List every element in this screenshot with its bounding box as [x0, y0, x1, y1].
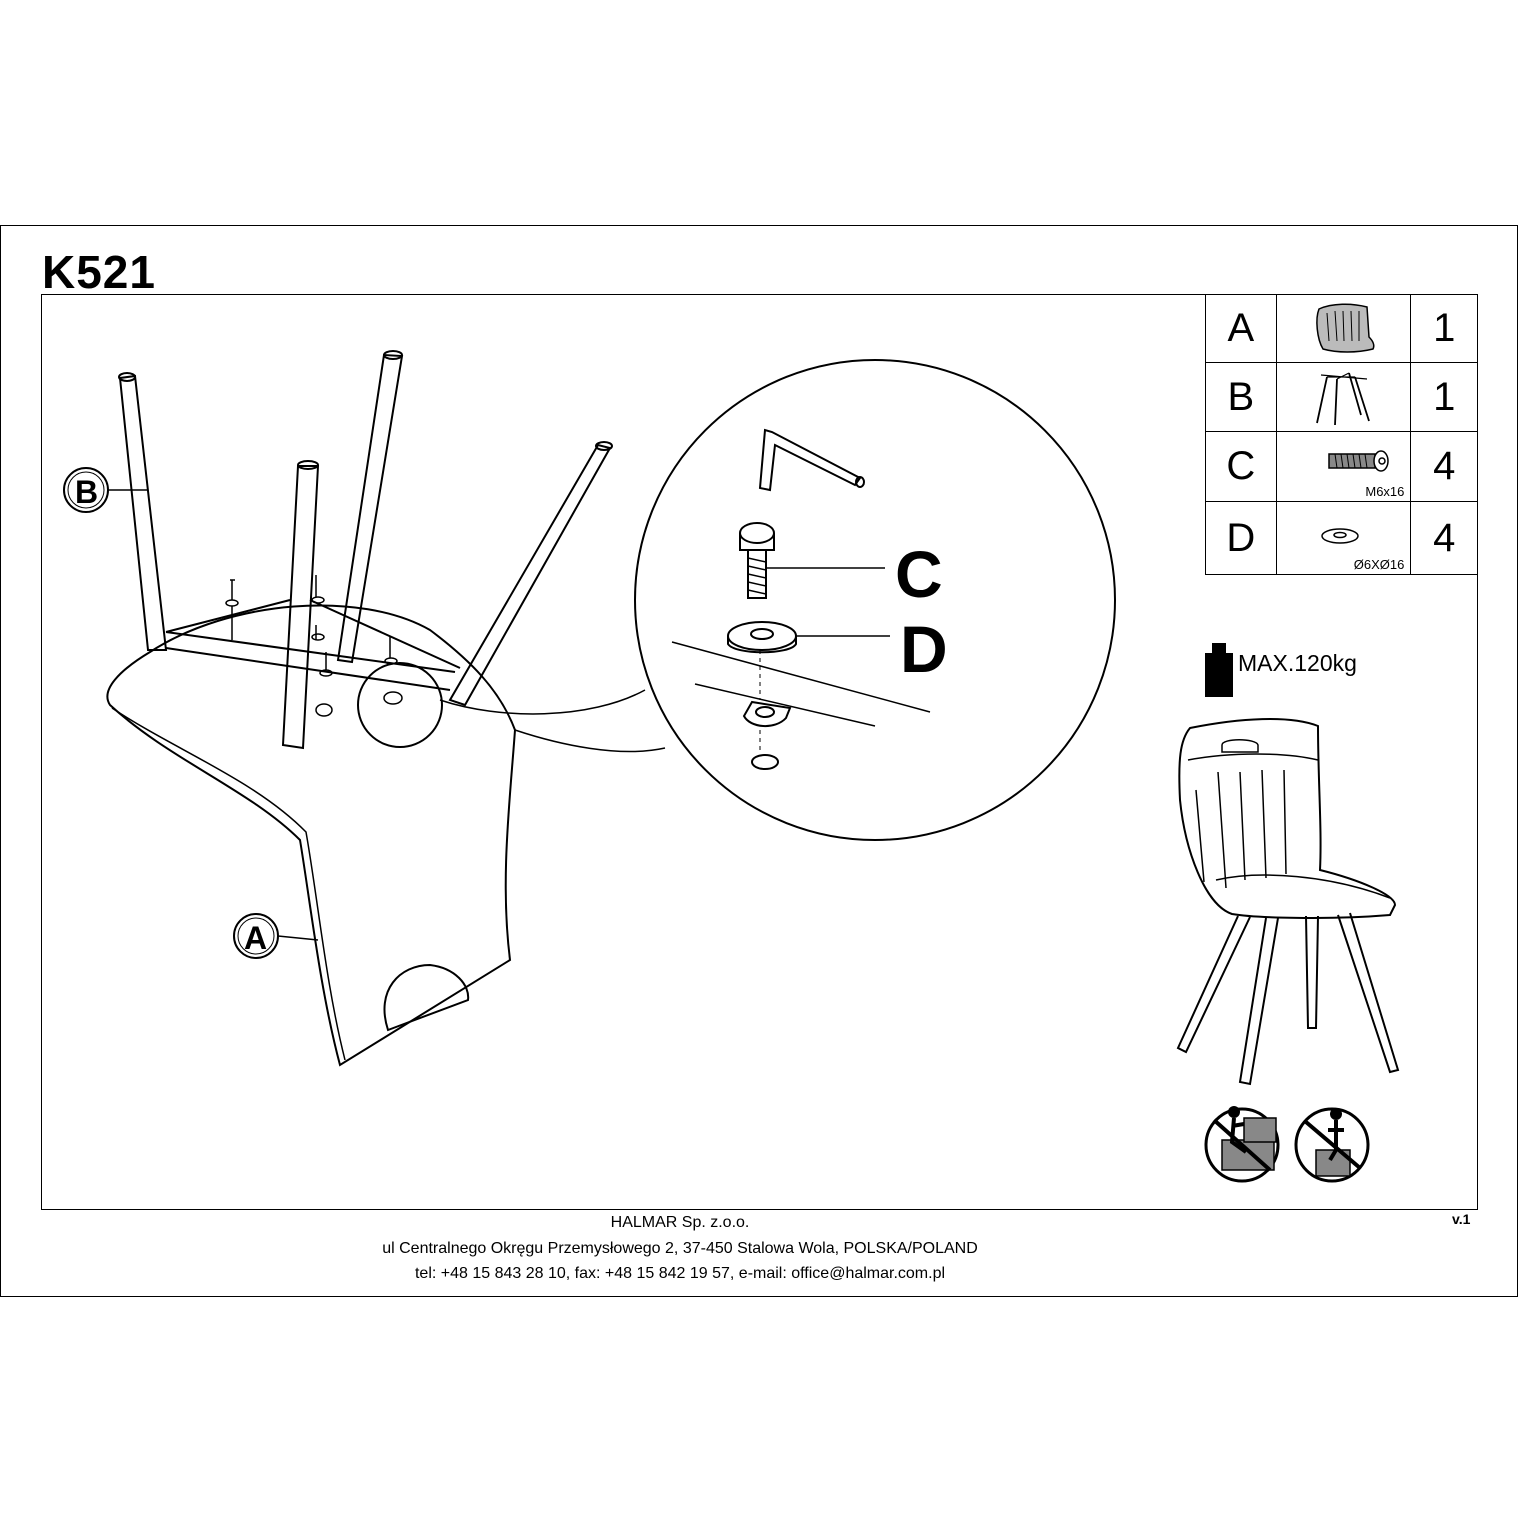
callout-b-label: B [75, 474, 98, 510]
footer-contact: tel: +48 15 843 28 10, fax: +48 15 842 1… [414, 1265, 946, 1282]
max-load-label: MAX.120kg [1238, 650, 1357, 676]
callout-a-label: A [244, 920, 267, 956]
callout-d-label: D [900, 612, 948, 686]
weight-icon [1205, 643, 1233, 697]
parts-row-a: A 1 [1205, 293, 1478, 364]
callout-c-label: C [895, 537, 943, 611]
magnified-detail: C D [634, 359, 1116, 841]
no-climbing-icon [1204, 1106, 1280, 1183]
parts-row-d: D Ø6XØ16 4 [1205, 501, 1478, 575]
no-standing-icon [1294, 1107, 1370, 1183]
callout-a: A [233, 913, 319, 959]
washer-spec: Ø6XØ16 [1353, 557, 1405, 572]
bolt-icon: M6x16 [1275, 430, 1412, 503]
part-letter: A [1205, 293, 1277, 364]
drawing-frame [41, 294, 1478, 1210]
part-qty: 1 [1410, 293, 1478, 364]
parts-row-b: B 1 [1205, 362, 1478, 432]
part-letter: D [1205, 501, 1277, 575]
callout-b: B [63, 467, 148, 513]
leg-frame-icon [1275, 362, 1412, 432]
small-bolts [225, 575, 398, 717]
part-qty: 1 [1410, 362, 1478, 432]
seat-shell [106, 604, 517, 1067]
bolt-spec: M6x16 [1365, 484, 1405, 500]
seat-icon [1275, 293, 1412, 364]
part-qty: 4 [1410, 430, 1478, 503]
footer-company: HALMAR Sp. z.o.o. [610, 1214, 750, 1231]
part-qty: 4 [1410, 501, 1478, 575]
assembled-chair-illustration [1176, 718, 1400, 1086]
washer-icon: Ø6XØ16 [1275, 501, 1412, 575]
leg-frame [118, 350, 613, 750]
footer-address: ul Centralnego Okręgu Przemysłowego 2, 3… [382, 1240, 978, 1257]
part-letter: C [1205, 430, 1277, 503]
part-letter: B [1205, 362, 1277, 432]
model-title: K521 [42, 246, 156, 298]
parts-row-c: C M6x16 4 [1205, 430, 1478, 503]
instruction-sheet [0, 225, 1518, 1297]
version-label: v.1 [1452, 1211, 1471, 1227]
parts-list-table: A 1 B 1 C M6x16 4 [1205, 293, 1478, 575]
detail-marker-circle [357, 662, 443, 748]
